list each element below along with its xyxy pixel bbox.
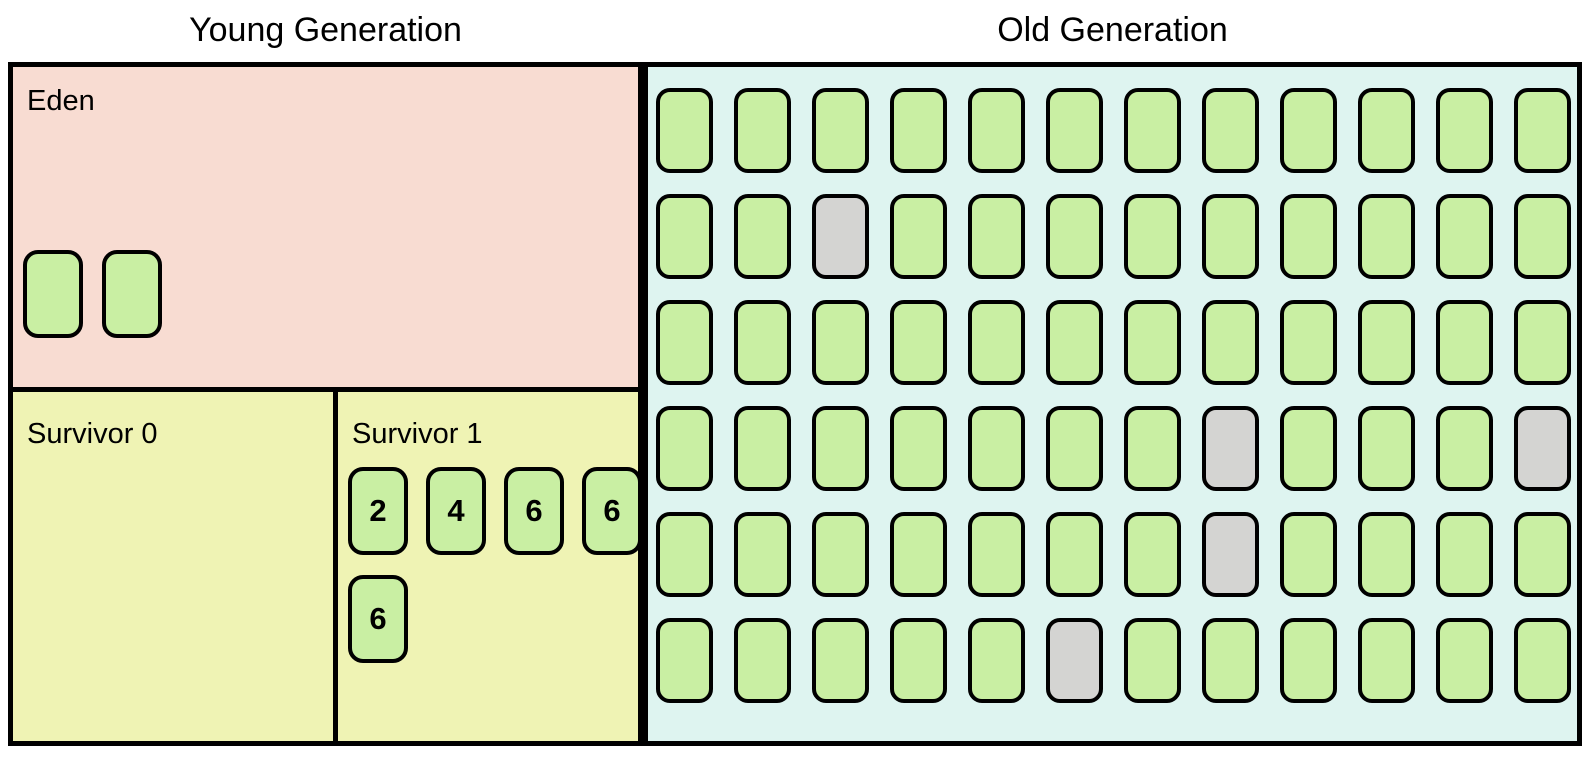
old-gen-object-block <box>1046 300 1103 385</box>
old-gen-object-block <box>656 618 713 703</box>
old-gen-object-block <box>1124 88 1181 173</box>
old-generation-grid <box>656 88 1571 703</box>
object-age-label: 6 <box>525 493 543 528</box>
old-gen-object-block <box>968 406 1025 491</box>
object-age-label: 6 <box>603 493 621 528</box>
old-gen-object-block <box>890 300 947 385</box>
old-gen-garbage-block <box>1514 406 1571 491</box>
old-gen-object-block <box>1358 512 1415 597</box>
old-gen-object-block <box>890 406 947 491</box>
old-gen-object-block <box>890 512 947 597</box>
old-gen-object-block <box>890 88 947 173</box>
survivor1-object-block: 2 <box>348 467 408 555</box>
old-gen-object-block <box>812 406 869 491</box>
survivor1-object-block: 4 <box>426 467 486 555</box>
old-gen-object-block <box>1280 88 1337 173</box>
old-gen-object-block <box>734 88 791 173</box>
old-gen-object-block <box>1358 300 1415 385</box>
survivor1-blocks: 2 4 6 6 6 <box>348 467 660 663</box>
old-gen-object-block <box>1436 618 1493 703</box>
old-gen-object-block <box>734 618 791 703</box>
old-gen-object-block <box>1202 88 1259 173</box>
old-gen-object-block <box>1124 406 1181 491</box>
old-gen-object-block <box>656 406 713 491</box>
old-gen-object-block <box>1202 618 1259 703</box>
old-gen-object-block <box>812 512 869 597</box>
old-gen-object-block <box>812 618 869 703</box>
old-gen-object-block <box>734 406 791 491</box>
old-gen-object-block <box>1046 406 1103 491</box>
survivor1-label: Survivor 1 <box>352 418 483 450</box>
eden-object-block <box>23 250 83 338</box>
old-gen-object-block <box>1124 512 1181 597</box>
old-gen-object-block <box>1124 194 1181 279</box>
survivor0-region: Survivor 0 <box>13 392 338 741</box>
old-gen-object-block <box>1046 194 1103 279</box>
old-gen-object-block <box>734 512 791 597</box>
old-gen-object-block <box>1436 512 1493 597</box>
old-gen-object-block <box>968 194 1025 279</box>
old-gen-garbage-block <box>1202 512 1259 597</box>
old-gen-object-block <box>1436 300 1493 385</box>
object-age-label: 6 <box>369 601 387 636</box>
old-gen-object-block <box>656 88 713 173</box>
object-age-label: 4 <box>447 493 465 528</box>
old-gen-object-block <box>1358 406 1415 491</box>
old-gen-object-block <box>1124 300 1181 385</box>
old-gen-object-block <box>1514 194 1571 279</box>
old-gen-object-block <box>1202 194 1259 279</box>
old-gen-object-block <box>890 194 947 279</box>
old-gen-garbage-block <box>1046 618 1103 703</box>
old-gen-object-block <box>1280 512 1337 597</box>
survivor1-object-block: 6 <box>582 467 642 555</box>
survivor-row: Survivor 0 Survivor 1 2 4 6 6 6 <box>13 392 642 741</box>
old-gen-object-block <box>656 512 713 597</box>
old-gen-object-block <box>1436 88 1493 173</box>
eden-label: Eden <box>27 85 95 117</box>
survivor1-region: Survivor 1 2 4 6 6 6 <box>338 392 642 741</box>
old-gen-object-block <box>1124 618 1181 703</box>
old-gen-object-block <box>1514 88 1571 173</box>
old-generation-title: Old Generation <box>997 11 1228 49</box>
old-gen-object-block <box>1280 406 1337 491</box>
eden-blocks <box>23 250 162 338</box>
old-gen-object-block <box>1280 194 1337 279</box>
eden-region: Eden <box>13 67 638 392</box>
old-gen-object-block <box>1514 512 1571 597</box>
old-gen-object-block <box>1280 618 1337 703</box>
old-gen-object-block <box>1358 618 1415 703</box>
eden-object-block <box>102 250 162 338</box>
old-gen-object-block <box>1358 194 1415 279</box>
old-gen-object-block <box>1514 300 1571 385</box>
old-gen-object-block <box>1280 300 1337 385</box>
old-gen-object-block <box>1046 512 1103 597</box>
object-age-label: 2 <box>369 493 387 528</box>
old-gen-object-block <box>734 300 791 385</box>
old-gen-garbage-block <box>812 194 869 279</box>
old-gen-object-block <box>656 300 713 385</box>
old-gen-object-block <box>1436 406 1493 491</box>
young-generation-title: Young Generation <box>189 11 462 49</box>
old-gen-object-block <box>1046 88 1103 173</box>
old-gen-object-block <box>734 194 791 279</box>
old-gen-object-block <box>1436 194 1493 279</box>
old-gen-object-block <box>812 88 869 173</box>
old-gen-object-block <box>812 300 869 385</box>
survivor1-object-block: 6 <box>348 575 408 663</box>
old-gen-object-block <box>968 618 1025 703</box>
survivor1-object-block: 6 <box>504 467 564 555</box>
old-gen-object-block <box>1358 88 1415 173</box>
old-gen-garbage-block <box>1202 406 1259 491</box>
old-generation-region <box>643 62 1582 746</box>
old-gen-object-block <box>890 618 947 703</box>
old-gen-object-block <box>656 194 713 279</box>
old-gen-object-block <box>968 300 1025 385</box>
survivor0-label: Survivor 0 <box>27 418 158 450</box>
old-gen-object-block <box>968 512 1025 597</box>
old-gen-object-block <box>968 88 1025 173</box>
young-generation-region: Eden Survivor 0 Survivor 1 2 4 6 6 6 <box>8 62 643 746</box>
old-gen-object-block <box>1514 618 1571 703</box>
old-gen-object-block <box>1202 300 1259 385</box>
